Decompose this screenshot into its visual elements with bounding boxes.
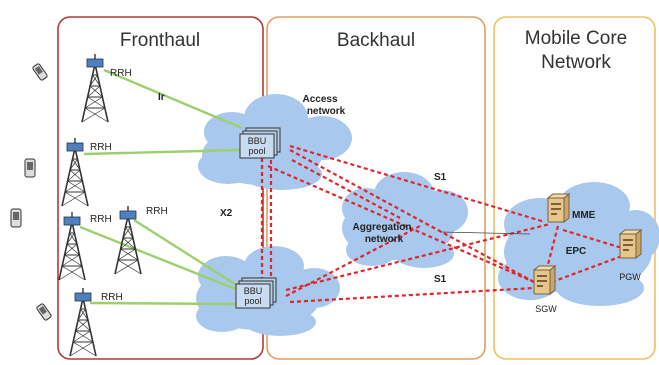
aggregation-network-label: network: [365, 234, 404, 245]
mme-label: MME: [572, 210, 596, 221]
cellphone-icon: [36, 303, 52, 321]
server-icon-mme: [547, 193, 570, 223]
rrh-label: RRH: [110, 68, 132, 79]
cellphone-icon: [24, 158, 36, 178]
s1-label-top: S1: [434, 172, 447, 183]
server-icon-sgw: [533, 265, 556, 295]
svg-text:pool: pool: [244, 296, 261, 306]
core-title-line1: Mobile Core: [525, 28, 627, 49]
rrh-label: RRH: [146, 206, 168, 217]
server-icon-pgw: [619, 229, 642, 259]
access-network-label: Access: [302, 94, 337, 105]
svg-text:pool: pool: [248, 146, 265, 156]
sgw-label: SGW: [535, 304, 557, 314]
rrh-label: RRH: [101, 292, 123, 303]
backhaul-title: Backhaul: [337, 30, 415, 51]
core-title-line2: Network: [541, 52, 611, 73]
rrh-label: RRH: [90, 214, 112, 225]
bbu-pool-lower: BBU pool: [235, 277, 277, 309]
pgw-label: PGW: [619, 272, 641, 282]
cellphone-icon: [10, 208, 22, 228]
fronthaul-title: Fronthaul: [120, 30, 200, 51]
access-network-label: network: [307, 106, 346, 117]
bbu-pool-upper: BBU pool: [239, 127, 281, 159]
x2-label: X2: [220, 208, 233, 219]
cellphone-icon: [32, 63, 48, 81]
s1-x2-links: [260, 144, 623, 304]
aggregation-network-label: Aggregation: [353, 222, 412, 233]
aggregation-to-epc-link: [439, 231, 531, 235]
s1-label-bottom: S1: [434, 274, 447, 285]
ir-label: Ir: [158, 92, 165, 103]
svg-text:BBU: BBU: [248, 136, 267, 146]
svg-text:BBU: BBU: [244, 286, 263, 296]
fronthaul-links: [79, 68, 243, 306]
epc-label: EPC: [566, 246, 587, 257]
rrh-label: RRH: [90, 142, 112, 153]
